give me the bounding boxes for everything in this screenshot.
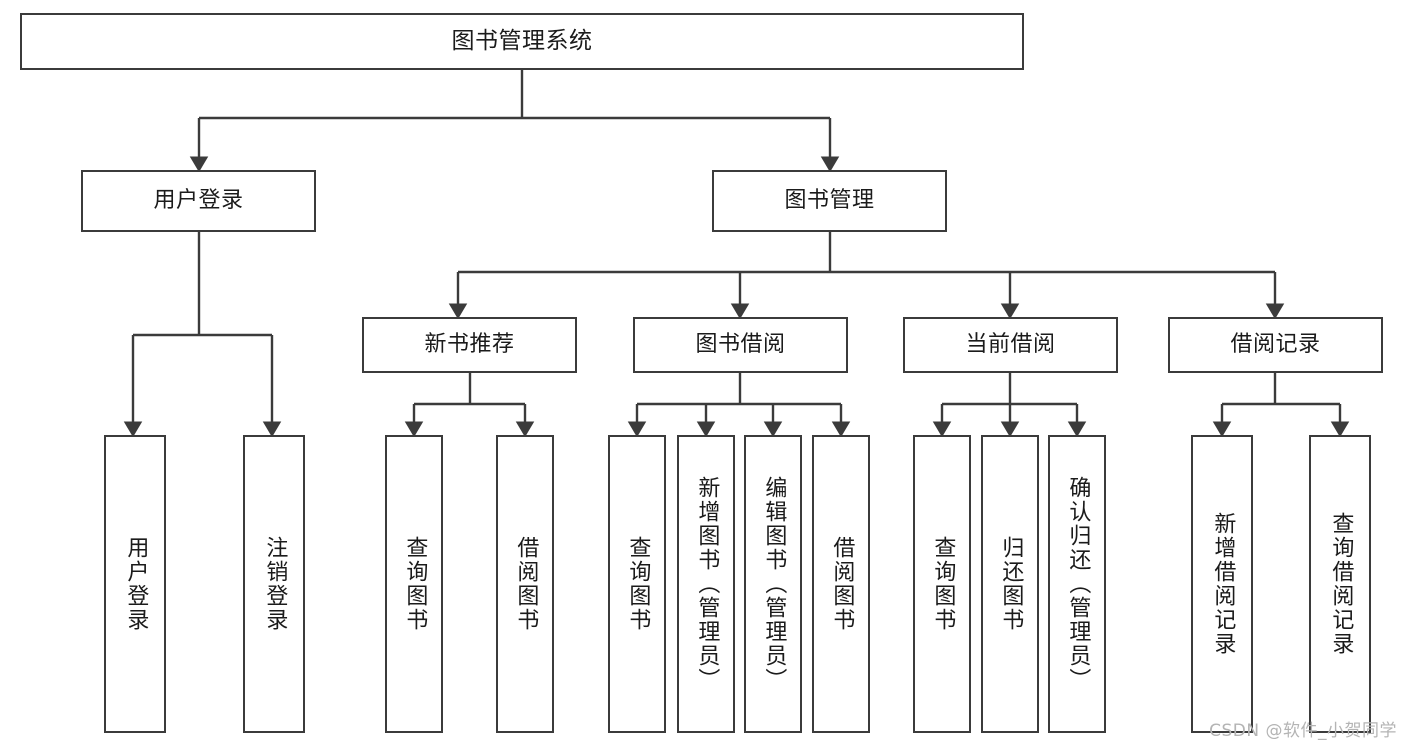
node-leaf-confirm-return-label: 确认归还（管理员）	[1065, 476, 1091, 692]
node-leaf-user-login[interactable]: 用户登录	[104, 435, 166, 733]
node-user-login-label: 用户登录	[153, 188, 244, 214]
node-leaf-borrow-book-2-label: 借阅图书	[829, 536, 855, 632]
node-new-book-rec-label: 新书推荐	[424, 332, 515, 358]
node-leaf-add-record[interactable]: 新增借阅记录	[1191, 435, 1253, 733]
node-leaf-add-book-label: 新增图书（管理员）	[694, 476, 720, 692]
node-leaf-borrow-book-1-label: 借阅图书	[513, 536, 539, 632]
node-leaf-query-book-3-label: 查询图书	[930, 536, 956, 632]
node-current-borrow-label: 当前借阅	[965, 332, 1056, 358]
node-leaf-query-book-3[interactable]: 查询图书	[913, 435, 971, 733]
node-borrow-record-label: 借阅记录	[1230, 332, 1321, 358]
node-leaf-query-record-label: 查询借阅记录	[1328, 512, 1354, 656]
node-leaf-query-book-1[interactable]: 查询图书	[385, 435, 443, 733]
node-leaf-add-record-label: 新增借阅记录	[1210, 512, 1236, 656]
node-leaf-return-book[interactable]: 归还图书	[981, 435, 1039, 733]
node-new-book-rec[interactable]: 新书推荐	[362, 317, 577, 373]
node-leaf-user-login-label: 用户登录	[123, 536, 149, 632]
node-leaf-edit-book[interactable]: 编辑图书（管理员）	[744, 435, 802, 733]
node-leaf-query-book-2-label: 查询图书	[625, 536, 651, 632]
node-leaf-borrow-book-2[interactable]: 借阅图书	[812, 435, 870, 733]
node-leaf-borrow-book-1[interactable]: 借阅图书	[496, 435, 554, 733]
node-leaf-confirm-return[interactable]: 确认归还（管理员）	[1048, 435, 1106, 733]
node-leaf-query-book-2[interactable]: 查询图书	[608, 435, 666, 733]
node-leaf-user-logout[interactable]: 注销登录	[243, 435, 305, 733]
node-borrow-record[interactable]: 借阅记录	[1168, 317, 1383, 373]
node-leaf-user-logout-label: 注销登录	[262, 536, 288, 632]
node-leaf-add-book[interactable]: 新增图书（管理员）	[677, 435, 735, 733]
node-book-manage-label: 图书管理	[784, 188, 875, 214]
node-book-borrow[interactable]: 图书借阅	[633, 317, 848, 373]
node-leaf-query-book-1-label: 查询图书	[402, 536, 428, 632]
node-leaf-query-record[interactable]: 查询借阅记录	[1309, 435, 1371, 733]
node-root[interactable]: 图书管理系统	[20, 13, 1024, 70]
node-root-label: 图书管理系统	[451, 28, 593, 55]
node-book-manage[interactable]: 图书管理	[712, 170, 947, 232]
node-user-login[interactable]: 用户登录	[81, 170, 316, 232]
node-book-borrow-label: 图书借阅	[695, 332, 786, 358]
node-current-borrow[interactable]: 当前借阅	[903, 317, 1118, 373]
node-leaf-return-book-label: 归还图书	[998, 536, 1024, 632]
node-leaf-edit-book-label: 编辑图书（管理员）	[761, 476, 787, 692]
